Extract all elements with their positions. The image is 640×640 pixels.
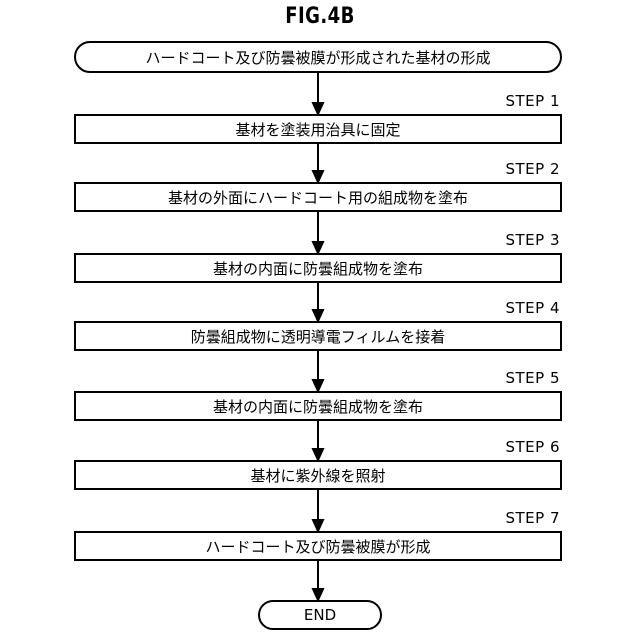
step-4-text: 防曇組成物に透明導電フィルムを接着 xyxy=(191,326,445,347)
step-2-box: 基材の外面にハードコート用の組成物を塗布 xyxy=(74,182,562,212)
step-7-tag: STEP 7 xyxy=(505,509,560,527)
step-4-tag: STEP 4 xyxy=(505,299,560,317)
step-3-text: 基材の内面に防曇組成物を塗布 xyxy=(213,258,423,279)
end-terminal: END xyxy=(258,600,382,630)
step-1-box: 基材を塗装用治具に固定 xyxy=(74,114,562,144)
step-3-tag: STEP 3 xyxy=(505,231,560,249)
step-2-text: 基材の外面にハードコート用の組成物を塗布 xyxy=(168,187,468,208)
step-3-box: 基材の内面に防曇組成物を塗布 xyxy=(74,253,562,283)
step-5-box: 基材の内面に防曇組成物を塗布 xyxy=(74,391,562,421)
step-6-box: 基材に紫外線を照射 xyxy=(74,460,562,490)
arrowhead-7 xyxy=(313,520,323,531)
start-label: ハードコート及び防曇被膜が形成された基材の形成 xyxy=(145,47,490,68)
start-terminal: ハードコート及び防曇被膜が形成された基材の形成 xyxy=(74,41,562,73)
step-4-box: 防曇組成物に透明導電フィルムを接着 xyxy=(74,321,562,351)
step-2-tag: STEP 2 xyxy=(505,160,560,178)
step-6-text: 基材に紫外線を照射 xyxy=(250,465,385,486)
arrowhead-2 xyxy=(313,171,323,182)
step-5-text: 基材の内面に防曇組成物を塗布 xyxy=(213,396,423,417)
step-6-tag: STEP 6 xyxy=(505,438,560,456)
step-7-box: ハードコート及び防曇被膜が形成 xyxy=(74,531,562,561)
step-7-text: ハードコート及び防曇被膜が形成 xyxy=(205,536,430,557)
end-label: END xyxy=(304,606,336,624)
step-1-tag: STEP 1 xyxy=(505,92,560,110)
arrowhead-1 xyxy=(313,103,323,114)
arrowhead-8 xyxy=(313,589,323,600)
step-5-tag: STEP 5 xyxy=(505,369,560,387)
arrowhead-3 xyxy=(313,242,323,253)
arrowhead-4 xyxy=(313,310,323,321)
step-1-text: 基材を塗装用治具に固定 xyxy=(235,119,400,140)
arrowhead-6 xyxy=(313,449,323,460)
arrowhead-5 xyxy=(313,380,323,391)
